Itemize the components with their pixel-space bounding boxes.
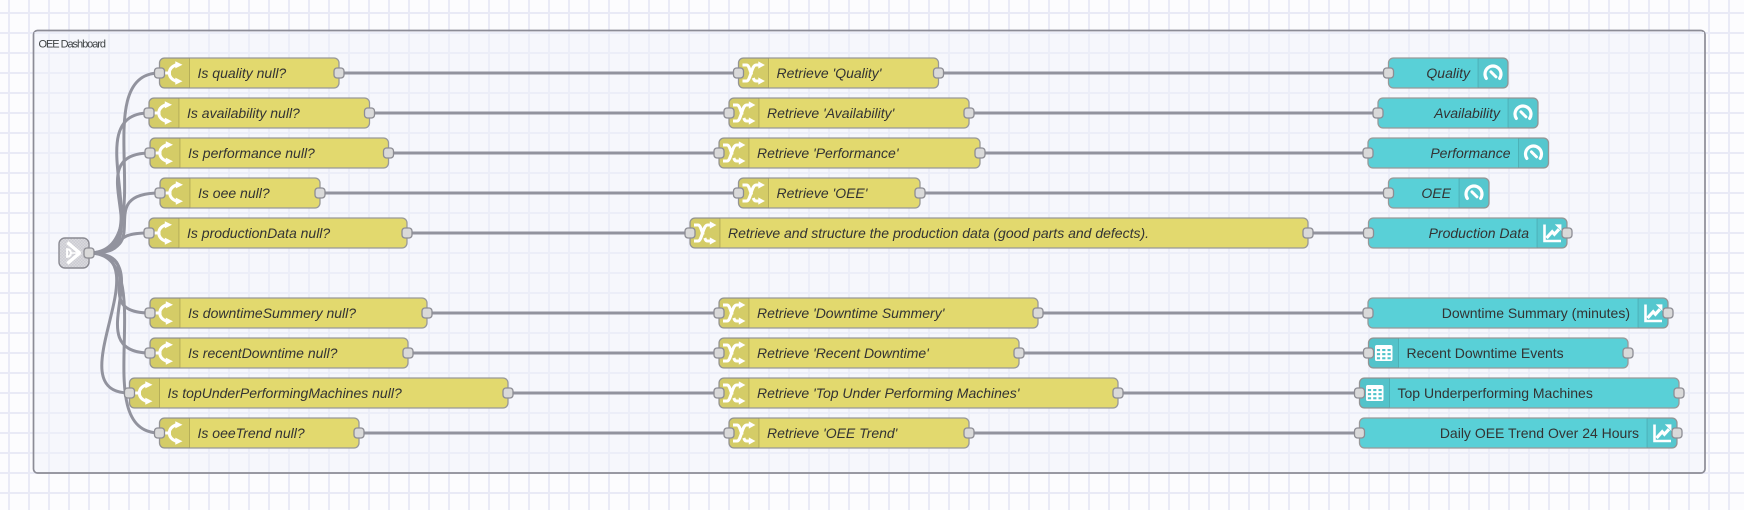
svg-text:Is oeeTrend null?: Is oeeTrend null? [198, 425, 305, 441]
svg-text:Recent Downtime Events: Recent Downtime Events [1407, 345, 1564, 361]
svg-text:Retrieve 'Downtime Summery': Retrieve 'Downtime Summery' [757, 305, 946, 321]
svg-text:Performance: Performance [1430, 145, 1510, 161]
svg-text:Retrieve 'Availability': Retrieve 'Availability' [767, 105, 896, 121]
svg-text:Quality: Quality [1426, 65, 1471, 81]
svg-text:Retrieve 'Performance': Retrieve 'Performance' [757, 145, 900, 161]
svg-text:Is availability null?: Is availability null? [187, 105, 300, 121]
svg-text:Retrieve 'Top Under Performing: Retrieve 'Top Under Performing Machines' [757, 385, 1021, 401]
svg-text:Production Data: Production Data [1429, 225, 1530, 241]
svg-text:Retrieve 'Quality': Retrieve 'Quality' [777, 65, 883, 81]
svg-text:OEE Dashboard: OEE Dashboard [39, 39, 106, 51]
svg-text:Retrieve 'Recent Downtime': Retrieve 'Recent Downtime' [757, 345, 930, 361]
svg-text:Is topUnderPerformingMachines: Is topUnderPerformingMachines null? [168, 385, 402, 401]
svg-text:OEE: OEE [1421, 185, 1451, 201]
svg-text:Downtime Summary (minutes): Downtime Summary (minutes) [1442, 305, 1630, 321]
svg-text:Retrieve and structure the pro: Retrieve and structure the production da… [728, 225, 1149, 241]
svg-text:Is performance null?: Is performance null? [188, 145, 315, 161]
svg-text:Top Underperforming Machines: Top Underperforming Machines [1398, 385, 1593, 401]
svg-text:Is productionData null?: Is productionData null? [187, 225, 330, 241]
svg-text:Retrieve 'OEE Trend': Retrieve 'OEE Trend' [767, 425, 899, 441]
svg-text:Is recentDowntime null?: Is recentDowntime null? [188, 345, 338, 361]
svg-text:Daily OEE Trend Over 24 Hours: Daily OEE Trend Over 24 Hours [1440, 425, 1639, 441]
svg-text:Is quality null?: Is quality null? [198, 65, 287, 81]
svg-text:Is downtimeSummery null?: Is downtimeSummery null? [188, 305, 356, 321]
svg-text:Availability: Availability [1433, 105, 1501, 121]
svg-text:Retrieve 'OEE': Retrieve 'OEE' [777, 185, 869, 201]
svg-text:Is oee null?: Is oee null? [198, 185, 270, 201]
